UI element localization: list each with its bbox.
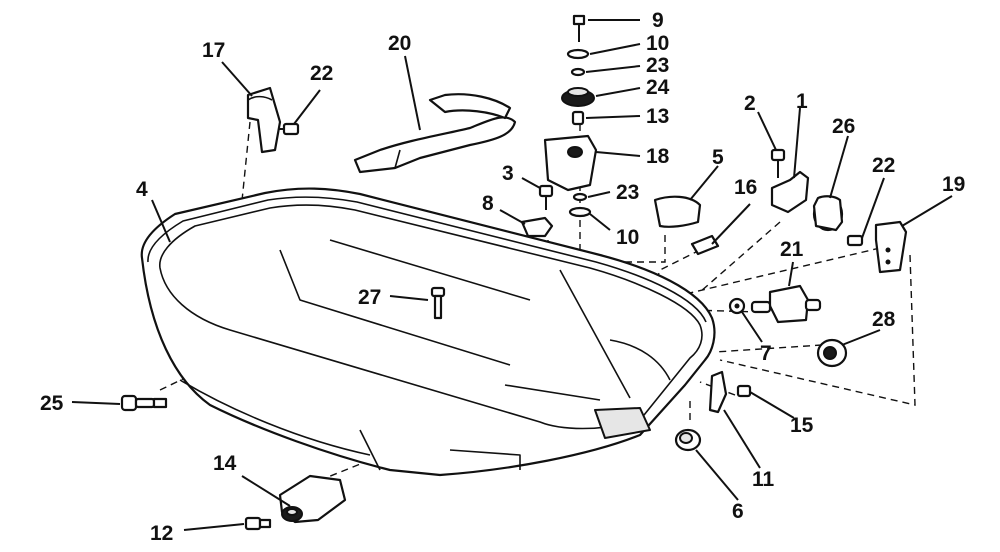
callout-11: 11 [752,468,775,491]
callout-20: 20 [388,32,411,55]
callout-22-left: 22 [310,62,333,85]
part-26-roller [812,195,844,232]
callout-6: 6 [732,500,744,523]
part-11-clip [708,370,728,414]
part-9-bolt [572,14,586,42]
part-21-fitting [750,284,822,324]
callout-19: 19 [942,173,965,196]
callout-24: 24 [646,76,670,99]
callout-12: 12 [150,522,173,545]
callout-labels: 9 10 23 24 13 18 23 10 3 8 5 16 2 1 26 2… [40,9,965,545]
callout-21: 21 [780,238,804,261]
part-14-bracket [278,474,347,524]
callout-16: 16 [734,176,757,199]
callout-22-right: 22 [872,154,895,177]
callout-leaders [71,19,953,531]
callout-3: 3 [502,162,514,185]
callout-14: 14 [213,452,237,475]
callout-27: 27 [358,286,381,309]
callout-18: 18 [646,145,670,168]
part-6-plug [674,428,702,452]
callout-28: 28 [872,308,896,331]
callout-2: 2 [744,92,756,115]
callout-17: 17 [202,39,225,62]
part-18-bracket [543,134,598,192]
callout-25: 25 [40,392,64,415]
part-13-sleeve [571,110,585,126]
callout-26: 26 [832,115,855,138]
part-25-screw [120,394,168,412]
part-23-washer-mid [572,192,588,202]
callout-23: 23 [646,54,669,77]
callout-10: 10 [646,32,669,55]
part-28-grommet [816,338,848,368]
part-19-bracket [874,220,908,274]
part-22-screw-left [278,122,300,136]
callout-13: 13 [646,105,669,128]
part-15-screw [736,384,752,398]
part-8-clip [520,216,554,238]
part-3-screw [538,184,554,210]
part-23-washer-top [570,67,586,77]
callout-4: 4 [136,178,148,201]
part-22-screw-right [846,234,864,247]
callout-5: 5 [712,146,724,169]
part-17-bracket [246,86,282,154]
callout-1: 1 [796,90,808,113]
callout-7: 7 [760,342,772,365]
part-10-washer-mid [568,206,592,218]
part-10-washer-top [566,48,590,60]
callout-15: 15 [790,414,814,437]
callout-8: 8 [482,192,494,215]
part-2-screw [770,148,786,178]
part-5-pad [653,195,702,228]
callout-9: 9 [652,9,664,32]
callout-10-lower: 10 [616,226,639,249]
part-24-grommet [561,87,595,107]
part-1-latch [770,170,810,214]
part-12-screw [244,516,272,531]
part-20-handle [353,93,517,174]
part-27-bolt [430,286,446,320]
part-7-washer [728,297,746,315]
lower-cowl [140,187,716,477]
part-16-clip [690,234,720,256]
callout-23-lower: 23 [616,181,639,204]
